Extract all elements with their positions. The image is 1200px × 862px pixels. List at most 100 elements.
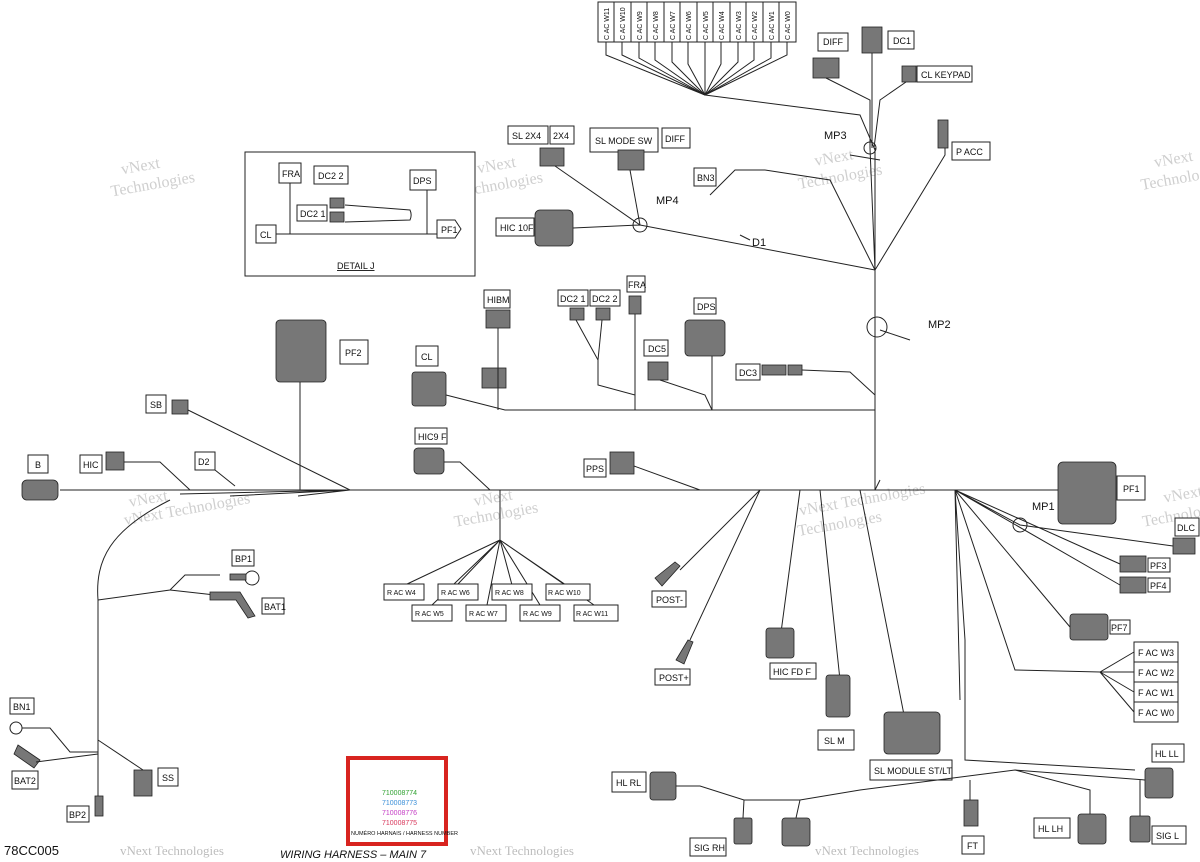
detail-j: FRA DC2 2 DPS DC2 1 CL PF1 DETAIL J xyxy=(244,151,476,277)
d2-label: D2 xyxy=(198,457,210,467)
hic9f-connector-icon xyxy=(413,447,445,475)
diff-label: DIFF xyxy=(823,37,843,47)
watermark-text: vNext xyxy=(1153,148,1195,172)
cl-keypad-label-box xyxy=(916,65,973,83)
pf3-label-box xyxy=(1147,557,1171,573)
dlc-label: DLC xyxy=(1177,523,1196,533)
detail-label: CL xyxy=(260,230,272,240)
harness-box-caption: NUMÉRO HARNAIS / HARNESS NUMBER xyxy=(351,830,458,837)
sl-module-label: SL MODULE ST/LT xyxy=(874,766,953,776)
2x4-connector-icon xyxy=(539,147,565,167)
pf2-connector-icon xyxy=(275,319,327,383)
pf7-label: PF7 xyxy=(1111,623,1128,633)
r-ac-label: R AC W9 xyxy=(523,611,552,618)
r-ac-box xyxy=(465,604,507,622)
detail-dc2-1-box xyxy=(296,204,328,222)
harness-number-box: 710008774 710008773 710008776 710008775 … xyxy=(346,756,458,846)
watermark-text: vNext xyxy=(120,155,162,179)
r-ac-box xyxy=(491,583,533,601)
detail-label: DC2 2 xyxy=(318,171,344,181)
dc2-1-connector-icon xyxy=(569,307,585,321)
hic-label: HIC xyxy=(83,460,99,470)
hl-rl-label-box xyxy=(611,771,647,793)
top-bus-label: C AC W7 xyxy=(670,11,677,40)
bat2-label: BAT2 xyxy=(14,776,36,786)
hic-fd-f-label-box xyxy=(769,662,817,680)
detail-j-title: DETAIL J xyxy=(337,261,375,271)
sl-m-connector-icon xyxy=(825,674,851,718)
sl-m-label: SL M xyxy=(824,736,845,746)
pf1-label-box xyxy=(1116,475,1146,501)
hibm-label-box xyxy=(483,289,511,309)
dc2-1-label: DC2 1 xyxy=(560,294,586,304)
hic9f-label: HIC9 F xyxy=(418,432,447,442)
post-minus-label: POST- xyxy=(656,595,683,605)
top-bus-label: C AC W11 xyxy=(604,8,611,40)
sl-module-label-box xyxy=(869,759,953,781)
bn1-ring-icon xyxy=(9,721,23,735)
mp2-label: MP2 xyxy=(928,319,951,331)
pf3-connector-icon xyxy=(1119,555,1147,573)
cl-label: CL xyxy=(421,352,433,362)
hic9f-label-box xyxy=(414,427,448,445)
bp1-ring-icon xyxy=(244,570,260,586)
hl-lh-label: HL LH xyxy=(1038,824,1063,834)
top-bus-label: C AC W10 xyxy=(620,7,627,40)
r-ac-box xyxy=(573,604,619,622)
sl-mode-connector-icon xyxy=(617,149,645,171)
bat1-label-box xyxy=(261,597,285,615)
dps-label-box xyxy=(693,297,717,315)
dc2-2-label: DC2 2 xyxy=(592,294,618,304)
pf1-connector-icon xyxy=(1057,461,1117,525)
right-cluster: MP1 PF1 DLC PF3 PF4 PF7 F AC W3 F AC W2 … xyxy=(954,461,1200,771)
d1-label: D1 xyxy=(752,237,766,249)
harness-number: 710008775 xyxy=(382,820,417,827)
r-ac-box xyxy=(545,583,591,601)
dlc-label-box xyxy=(1174,517,1200,537)
mp2-ring-icon xyxy=(866,316,888,338)
d2-label-box xyxy=(194,451,216,471)
b-connector-icon xyxy=(21,479,59,501)
r-ac-label: R AC W7 xyxy=(469,611,498,618)
pps-connector-icon xyxy=(609,451,635,475)
ss-connector-icon xyxy=(133,769,153,797)
bn1-label-box xyxy=(9,697,35,715)
dc1-connector-icon xyxy=(861,26,883,54)
sl-module-connector-icon xyxy=(883,711,941,755)
cl-label-box xyxy=(415,345,439,367)
top-right-cluster: DIFF DC1 CL KEYPAD MP3 P ACC xyxy=(812,26,991,271)
bn3-label: BN3 xyxy=(697,173,715,183)
bat2-terminal-icon xyxy=(13,744,41,769)
drawing-code: 78CC005 xyxy=(4,843,59,858)
sl-mode-sw-label: SL MODE SW xyxy=(595,136,653,146)
detail-dps-box xyxy=(409,169,437,191)
sig-l-label: SIG L xyxy=(1156,831,1179,841)
diff-label-box xyxy=(817,32,849,52)
bp2-label: BP2 xyxy=(69,810,86,820)
f-ac-label: F AC W0 xyxy=(1138,708,1174,718)
top-bus-labels: C AC W11 C AC W10 C AC W9 C AC W8 C AC W… xyxy=(604,7,792,40)
top-bus-label: C AC W4 xyxy=(719,11,726,40)
ft-connector-icon xyxy=(963,799,979,827)
ft-label-box xyxy=(961,835,985,855)
bn3-label-box xyxy=(693,167,717,187)
keypad-connector-icon xyxy=(901,65,917,83)
mp1-ring-icon xyxy=(1012,517,1028,533)
dc1-label: DC1 xyxy=(893,36,911,46)
sig-rh2-connector-icon xyxy=(781,817,811,847)
pps-label-box xyxy=(583,458,607,478)
hl-ll-connector-icon xyxy=(1144,767,1174,799)
battery-cluster: BP1 BAT1 BN1 BAT2 SS BP2 xyxy=(9,499,286,823)
f-ac-label: F AC W1 xyxy=(1138,688,1174,698)
detail-dc2-conn-icon xyxy=(329,197,345,209)
top-bus-wires xyxy=(605,42,876,151)
r-ac-box xyxy=(411,604,453,622)
top-bus-label: C AC W6 xyxy=(686,11,693,40)
upper-center: SL 2X4 2X4 SL MODE SW DIFF MP4 BN3 HIC 1… xyxy=(495,125,951,490)
r-ac-label: R AC W6 xyxy=(441,590,470,597)
r-ac-label: R AC W4 xyxy=(387,590,416,597)
footer-title: WIRING HARNESS – MAIN 7 xyxy=(280,849,427,861)
mp1-label: MP1 xyxy=(1032,501,1055,513)
b-label: B xyxy=(35,460,41,470)
watermark-text: vNext Technologies xyxy=(815,843,919,858)
